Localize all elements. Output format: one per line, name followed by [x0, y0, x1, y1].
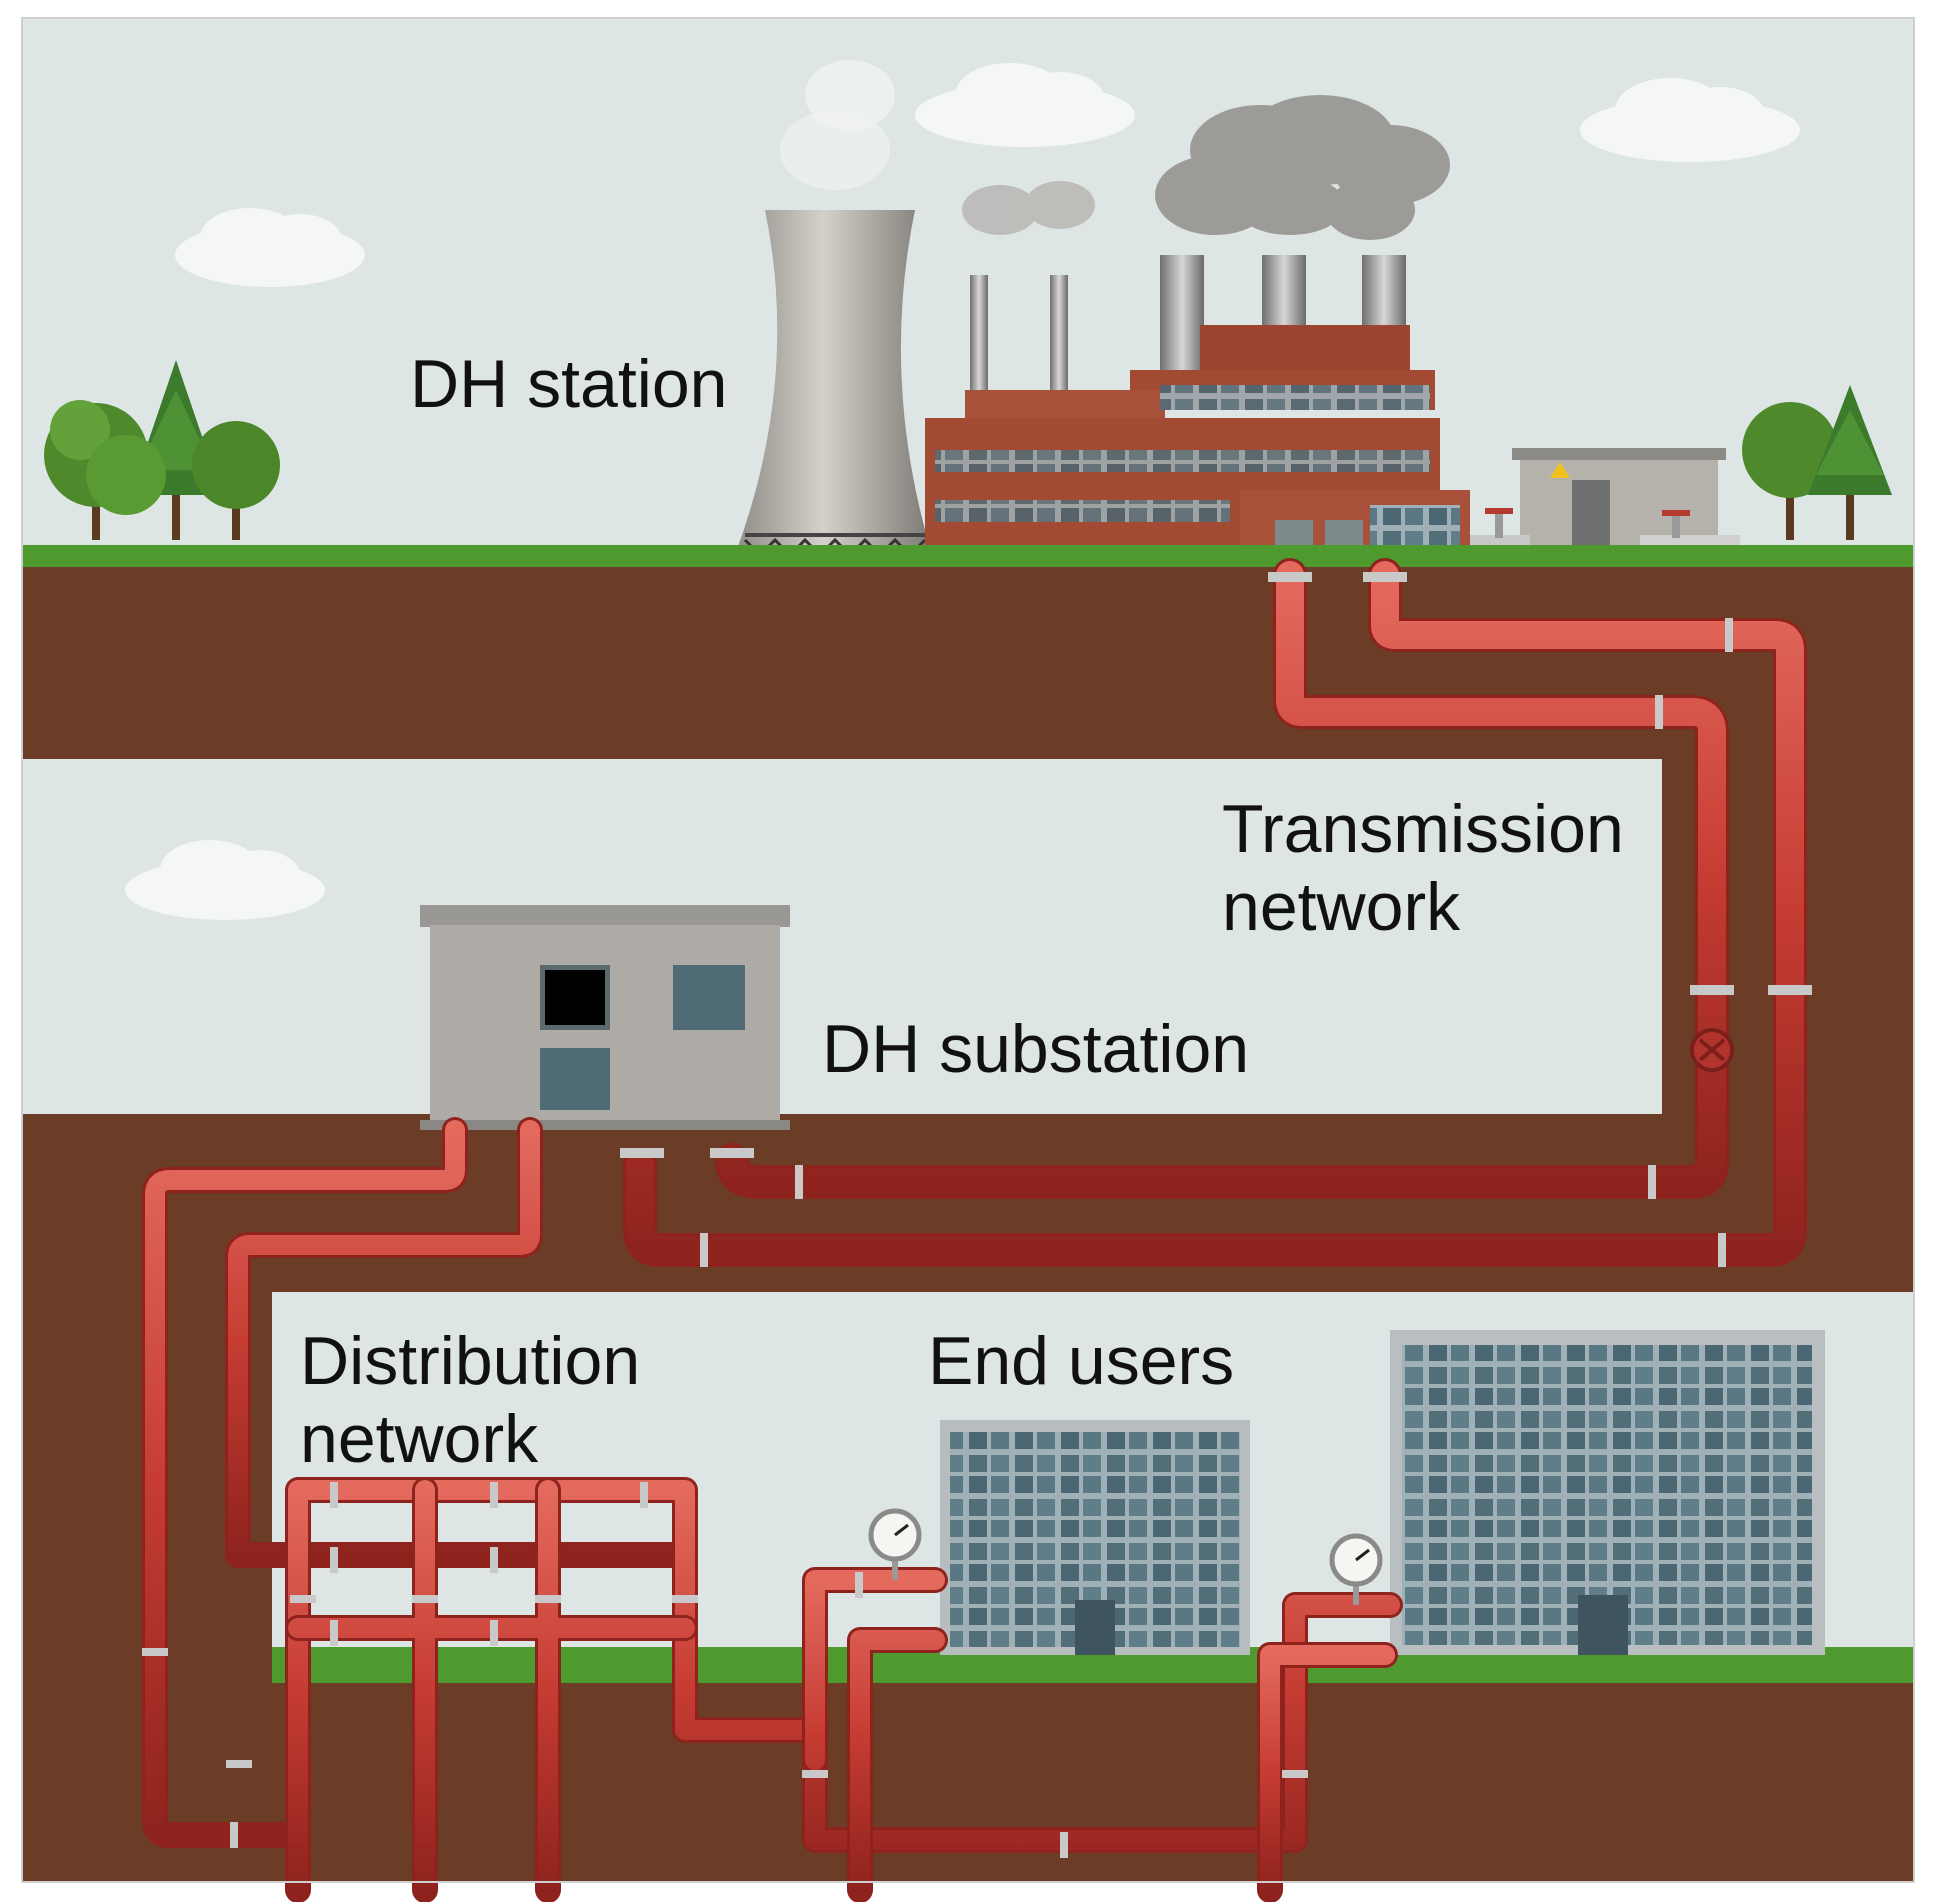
cloud-icon — [125, 840, 325, 920]
valve-icon — [1485, 508, 1690, 538]
dh-substation-building-icon — [420, 905, 790, 1130]
cloud-icon — [175, 63, 1800, 287]
valve-icon — [1690, 1028, 1734, 1072]
transmission-label-line1: Transmission — [1222, 791, 1624, 867]
apartment-building-icon — [940, 1420, 1250, 1655]
dh-station-label: DH station — [410, 346, 728, 422]
transmission-network-label: Transmission network — [1222, 790, 1624, 946]
distribution-network-label: Distribution network — [300, 1322, 640, 1478]
distribution-pipes — [142, 1117, 1403, 1902]
apartment-building-icon — [1390, 1330, 1825, 1655]
distribution-label-line1: Distribution — [300, 1323, 641, 1399]
cooling-tower-icon — [735, 60, 932, 558]
pipe-coupling — [620, 572, 1812, 1267]
pump-house-icon — [1470, 448, 1740, 558]
smoke-icon — [962, 95, 1450, 240]
pressure-gauge-icon — [868, 1508, 1383, 1605]
end-users-label: End users — [928, 1323, 1235, 1399]
tree-icon — [1742, 385, 1892, 540]
frame — [21, 17, 1915, 1883]
dh-substation-label: DH substation — [822, 1011, 1250, 1087]
tree-icon — [44, 360, 280, 540]
sky-middle — [22, 759, 1662, 1114]
distribution-label-line2: network — [300, 1401, 539, 1477]
transmission-label-line2: network — [1222, 869, 1461, 945]
factory-icon — [925, 325, 1470, 558]
transmission-pipes — [623, 558, 1807, 1267]
pipe-coupling — [142, 1482, 1308, 1858]
soil-top — [22, 567, 1914, 759]
grass-top — [22, 545, 1914, 567]
